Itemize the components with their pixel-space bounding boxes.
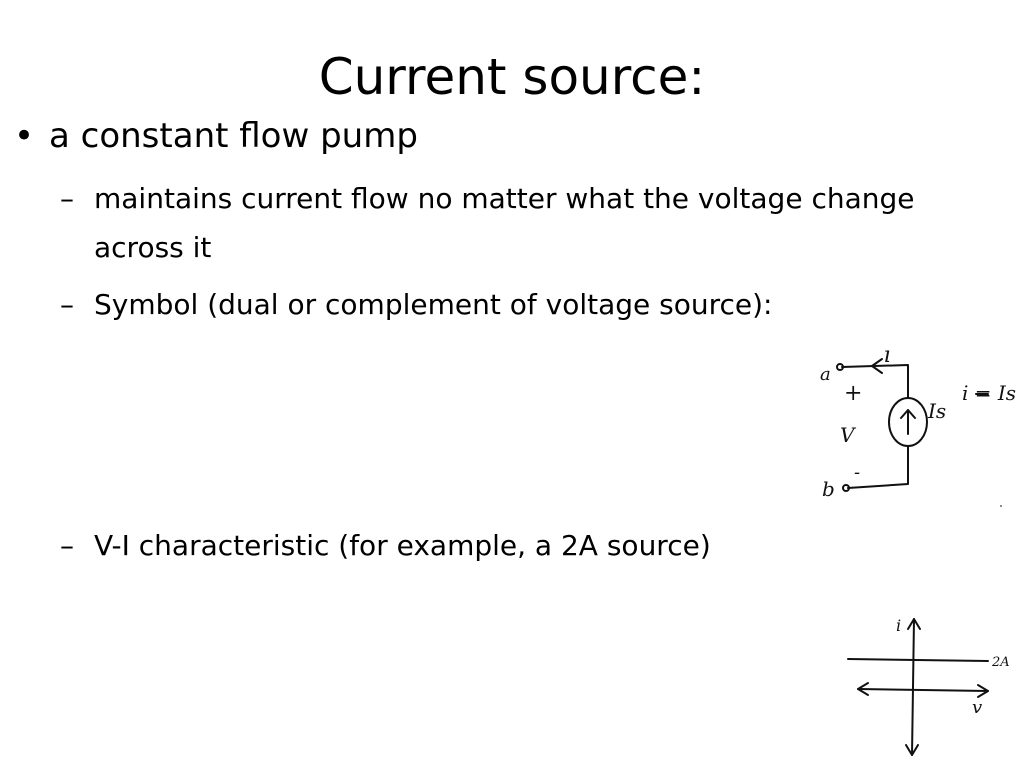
up-arrow-icon	[900, 409, 916, 435]
v-axis-label: v	[972, 697, 982, 718]
voltage-label: V	[840, 423, 857, 447]
current-arrow-icon	[871, 358, 883, 374]
slide-title: Current source:	[318, 48, 706, 106]
vi-characteristic-sketch: i 2A v	[847, 616, 1010, 756]
terminal-a-label: a	[820, 364, 831, 385]
bullet-text: a constant flow pump	[49, 116, 418, 156]
sub-bullet-maintains-current: – maintains current flow no matter what …	[60, 174, 960, 272]
equation-label: i = Is	[962, 381, 1016, 405]
current-source-symbol-sketch: i a + V Is i = Is - b	[820, 350, 1016, 501]
sub-bullet-text: Symbol (dual or complement of voltage so…	[94, 288, 773, 321]
i-axis-down-arrow-icon	[905, 744, 919, 756]
sub-bullet-marker: –	[60, 529, 74, 562]
sub-bullet-marker: –	[60, 288, 74, 321]
sub-bullet-text: V-I characteristic (for example, a 2A so…	[94, 529, 711, 562]
current-level-line	[847, 658, 989, 662]
sub-bullet-symbol: – Symbol (dual or complement of voltage …	[60, 280, 960, 329]
top-wire	[841, 364, 909, 399]
bottom-wire	[847, 445, 909, 489]
bullet-constant-flow-pump: • a constant flow pump	[14, 114, 418, 158]
sub-bullet-vi-characteristic: – V-I characteristic (for example, a 2A …	[60, 521, 960, 570]
v-axis-right-arrow-icon	[977, 684, 989, 698]
terminal-b-dot	[842, 484, 850, 492]
terminal-a-dot	[836, 363, 844, 371]
i-axis-label: i	[896, 616, 901, 635]
stray-dot	[1000, 505, 1002, 507]
minus-sign: -	[854, 462, 860, 483]
v-axis	[857, 688, 989, 692]
v-axis-left-arrow-icon	[857, 682, 869, 696]
current-label: i	[884, 350, 891, 368]
sub-bullet-text: maintains current flow no matter what th…	[94, 182, 915, 264]
bullet-marker: •	[14, 116, 35, 156]
i-axis	[911, 618, 915, 756]
sub-bullet-marker: –	[60, 182, 74, 215]
source-label: Is	[927, 399, 946, 423]
level-label: 2A	[991, 655, 1010, 670]
terminal-b-label: b	[822, 477, 835, 501]
plus-sign: +	[844, 381, 862, 406]
i-axis-arrow-icon	[907, 618, 921, 630]
